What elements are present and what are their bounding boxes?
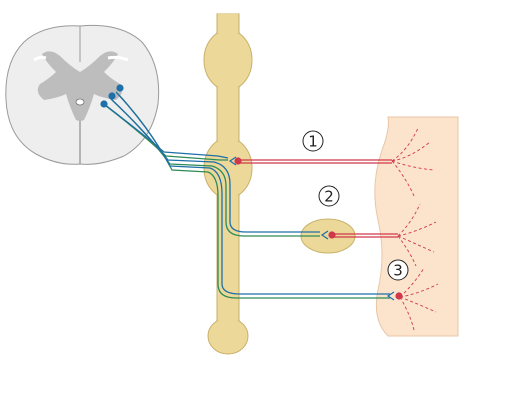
sympathetic-chain bbox=[203, 13, 253, 355]
postganglionic-fibers bbox=[240, 159, 398, 238]
svg-text:1: 1 bbox=[308, 133, 318, 151]
label-3: 3 bbox=[387, 259, 409, 281]
svg-text:3: 3 bbox=[393, 262, 403, 280]
tissue-nerve-endings bbox=[391, 127, 439, 331]
grey-matter bbox=[37, 51, 123, 121]
label-1: 1 bbox=[302, 130, 324, 152]
preganglionic-fiber-2-blue bbox=[109, 97, 320, 233]
preganglionic-fiber-3-blue bbox=[115, 91, 390, 295]
target-tissue bbox=[374, 116, 459, 337]
label-2: 2 bbox=[318, 185, 340, 207]
preganglionic-cell-bodies bbox=[100, 84, 124, 108]
preganglionic-fiber-3-green bbox=[117, 93, 390, 299]
synapse-markers bbox=[228, 156, 395, 301]
preganglionic-fiber-1-blue bbox=[103, 103, 229, 159]
central-canal bbox=[75, 98, 85, 106]
spinal-cord-section bbox=[5, 24, 160, 165]
postganglionic-cell-bodies bbox=[234, 157, 403, 300]
svg-text:2: 2 bbox=[324, 188, 334, 206]
preganglionic-fibers bbox=[103, 91, 390, 299]
